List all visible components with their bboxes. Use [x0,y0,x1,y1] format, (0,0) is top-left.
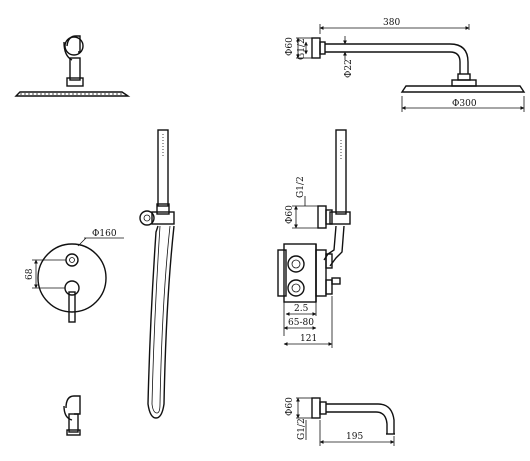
side-shower-arm [311,37,526,93]
hand-shower [139,129,175,419]
dim-arm-diameter: Φ22 [344,59,354,78]
dim-spout-length: 195 [346,432,363,442]
dim-top-flange-diameter: Φ60 [285,37,295,56]
side-hand-shower [317,129,351,267]
valve-front [37,243,107,323]
dim-valve-plate-diameter: Φ160 [92,229,117,239]
dim-valve-body-depth: 121 [300,334,317,344]
front-shower-head [14,35,131,97]
side-valve-body [277,243,341,303]
dim-valve-flange-diameter: Φ60 [285,205,295,224]
dim-spout-flange-diameter: Φ60 [285,397,295,416]
dim-valve-thread: G1/2 [296,176,306,198]
dim-wall-depth-range: 65-80 [288,318,314,328]
dim-head-diameter: Φ300 [452,99,477,109]
dim-top-thread: G1/2 [297,38,307,60]
side-bath-spout [311,397,395,435]
dim-arm-length: 380 [383,18,400,28]
dim-valve-spacing: 68 [25,268,35,280]
dim-spout-thread: G1/2 [297,418,307,440]
spout-front [63,395,81,436]
dim-wall-depth-min: 2.5 [294,304,309,314]
